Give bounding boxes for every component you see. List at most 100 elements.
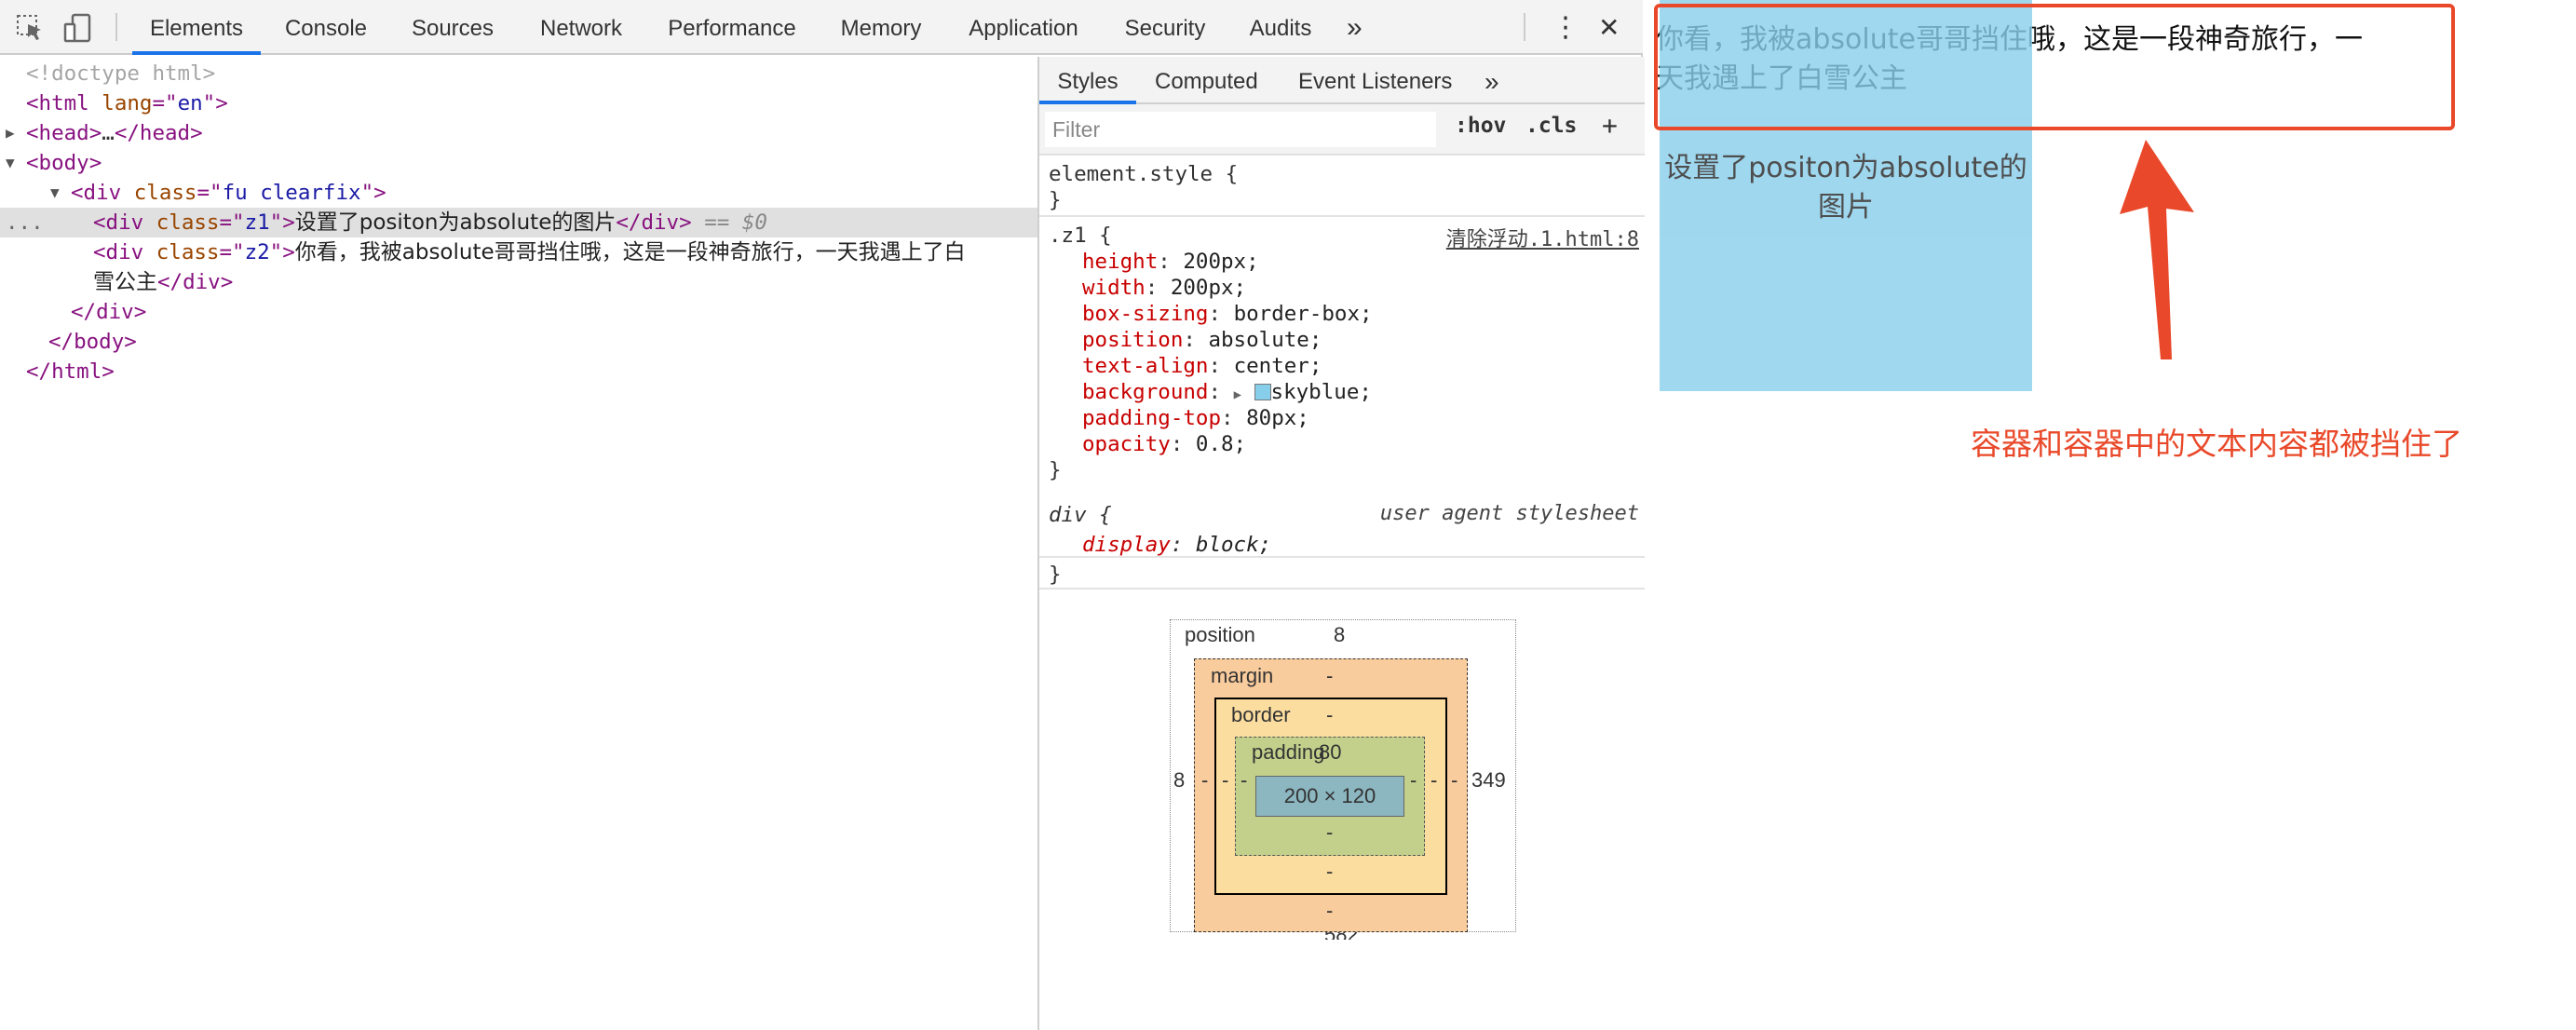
- tab-sources[interactable]: Sources: [411, 16, 495, 41]
- dom-html-open[interactable]: <html lang="en">: [26, 91, 228, 115]
- box-content[interactable]: 200 × 120: [1255, 776, 1404, 817]
- rule-source-link[interactable]: 清除浮动.1.html:8: [1445, 228, 1639, 251]
- tab-elements[interactable]: Elements: [132, 0, 261, 55]
- margin-right-value[interactable]: -: [1451, 768, 1458, 792]
- rule-selector[interactable]: div {: [1049, 503, 1112, 527]
- padding-left-value[interactable]: -: [1241, 768, 1248, 792]
- attr-value: z1: [244, 210, 270, 235]
- dom-div-z1-selected[interactable]: ... <div class="z1">设置了positon为absolute的…: [0, 208, 1037, 237]
- border-right-value[interactable]: -: [1430, 768, 1438, 792]
- more-tabs-icon[interactable]: »: [1485, 67, 1499, 96]
- rule-element-style: element.style { }: [1039, 157, 1645, 217]
- tag-name: html: [51, 359, 102, 384]
- margin-left-value[interactable]: -: [1201, 768, 1209, 792]
- tag-name: body: [38, 151, 89, 175]
- tab-computed[interactable]: Computed: [1155, 69, 1258, 94]
- attr-name: class: [156, 210, 220, 235]
- hover-state-toggle[interactable]: :hov: [1455, 114, 1507, 138]
- row-actions-icon[interactable]: ...: [6, 210, 44, 235]
- css-property[interactable]: background: ▶ skyblue;: [1082, 380, 1372, 404]
- collapse-triangle-icon[interactable]: ▼: [6, 154, 15, 171]
- tab-console[interactable]: Console: [284, 16, 368, 41]
- dom-doctype[interactable]: <!doctype html>: [26, 59, 215, 88]
- rule-close-brace: }: [1049, 188, 1062, 212]
- rule-close-brace: }: [1049, 562, 1062, 587]
- color-swatch[interactable]: [1254, 384, 1271, 400]
- margin-bottom-value[interactable]: -: [1326, 899, 1334, 922]
- dom-html-close[interactable]: </html>: [26, 359, 115, 384]
- css-property[interactable]: opacity: 0.8;: [1082, 432, 1247, 456]
- dom-body-close[interactable]: </body>: [48, 330, 137, 354]
- attr-name: lang: [102, 91, 153, 115]
- rule-selector[interactable]: element.style {: [1049, 162, 1239, 186]
- css-property[interactable]: padding-top: 80px;: [1082, 406, 1309, 430]
- dom-head[interactable]: ▶ <head>…</head>: [6, 118, 203, 148]
- position-right-value[interactable]: 349: [1471, 768, 1506, 792]
- tab-audits[interactable]: Audits: [1249, 16, 1312, 41]
- filter-input[interactable]: [1045, 112, 1436, 147]
- tab-memory[interactable]: Memory: [840, 16, 922, 41]
- dom-div-fu[interactable]: ▼ <div class="fu clearfix">: [50, 178, 386, 208]
- class-toggle[interactable]: .cls: [1525, 114, 1578, 138]
- annotation-text: 容器和容器中的文本内容都被挡住了: [1971, 426, 2462, 462]
- tag-name: div: [105, 240, 144, 264]
- selected-node-marker: == $0: [704, 210, 767, 235]
- content-size: 200 × 120: [1283, 784, 1376, 807]
- attr-name: class: [156, 240, 220, 264]
- tab-security[interactable]: Security: [1124, 16, 1206, 41]
- dom-body-open[interactable]: ▼ <body>: [6, 148, 102, 178]
- dom-div-close[interactable]: </div>: [71, 300, 147, 324]
- tag-name: div: [183, 270, 221, 294]
- inspect-element-icon[interactable]: [13, 11, 47, 45]
- new-rule-button[interactable]: +: [1602, 110, 1618, 141]
- dom-tree: <!doctype html> <html lang="en"> ▶ <head…: [0, 57, 1037, 1030]
- margin-top-value[interactable]: -: [1326, 664, 1334, 687]
- border-left-value[interactable]: -: [1222, 768, 1229, 792]
- attr-name: class: [133, 181, 197, 205]
- tag-name: div: [105, 210, 144, 235]
- attr-value: fu clearfix: [222, 181, 361, 205]
- tab-event-listeners[interactable]: Event Listeners: [1298, 69, 1453, 94]
- border-bottom-value[interactable]: -: [1326, 860, 1334, 883]
- tag-name: div: [96, 300, 134, 324]
- styles-pane: Styles Computed Event Listeners » :hov .…: [1037, 57, 1645, 1030]
- dom-div-z2[interactable]: <div class="z2">你看，我被absolute哥哥挡住哦，这是一段神…: [93, 240, 966, 264]
- expand-triangle-icon[interactable]: ▶: [1233, 387, 1241, 402]
- node-text: 你看，我被absolute哥哥挡住哦，这是一段神奇旅行，一天我遇上了白: [294, 240, 966, 264]
- collapse-triangle-icon[interactable]: ▼: [50, 183, 60, 201]
- css-property[interactable]: height: 200px;: [1082, 250, 1259, 274]
- tab-styles[interactable]: Styles: [1039, 57, 1136, 104]
- rule-z1: .z1 { 清除浮动.1.html:8 height: 200px; width…: [1039, 219, 1645, 558]
- css-property[interactable]: width: 200px;: [1082, 276, 1247, 300]
- expand-triangle-icon[interactable]: ▶: [6, 124, 15, 142]
- tab-performance[interactable]: Performance: [668, 16, 796, 41]
- node-text: 雪公主: [93, 270, 157, 294]
- padding-right-value[interactable]: -: [1410, 768, 1417, 792]
- dom-div-z2-continued: 雪公主</div>: [93, 270, 234, 294]
- css-property[interactable]: box-sizing: border-box;: [1082, 302, 1373, 326]
- devtools-toolbar: Elements Console Sources Network Perform…: [0, 0, 1643, 55]
- toolbar-separator: [115, 13, 117, 41]
- padding-top-value[interactable]: 80: [1319, 740, 1342, 764]
- kebab-menu-icon[interactable]: ⋮: [1552, 12, 1579, 43]
- more-tabs-icon[interactable]: »: [1347, 12, 1363, 43]
- annotation-arrow-icon: [2120, 140, 2194, 359]
- tag-name: div: [641, 210, 680, 235]
- css-property[interactable]: text-align: center;: [1082, 354, 1322, 378]
- position-top-value[interactable]: 8: [1334, 623, 1346, 646]
- tab-network[interactable]: Network: [539, 16, 623, 41]
- tab-application[interactable]: Application: [969, 16, 1078, 41]
- border-top-value[interactable]: -: [1326, 703, 1334, 726]
- doctype-text: <!doctype html>: [26, 61, 216, 86]
- padding-bottom-value[interactable]: -: [1326, 820, 1334, 844]
- rule-close-brace: }: [1049, 458, 1062, 482]
- rule-selector[interactable]: .z1 {: [1049, 224, 1112, 248]
- css-property[interactable]: position: absolute;: [1082, 328, 1322, 352]
- devtools-panel: Elements Console Sources Network Perform…: [0, 0, 1645, 1030]
- device-toggle-icon[interactable]: [61, 11, 95, 45]
- close-icon[interactable]: ✕: [1598, 13, 1620, 42]
- user-agent-label: user agent stylesheet: [1379, 502, 1639, 525]
- position-left-value[interactable]: 8: [1173, 768, 1186, 792]
- css-property: display: block;: [1082, 533, 1272, 557]
- tag-name: head: [139, 121, 191, 145]
